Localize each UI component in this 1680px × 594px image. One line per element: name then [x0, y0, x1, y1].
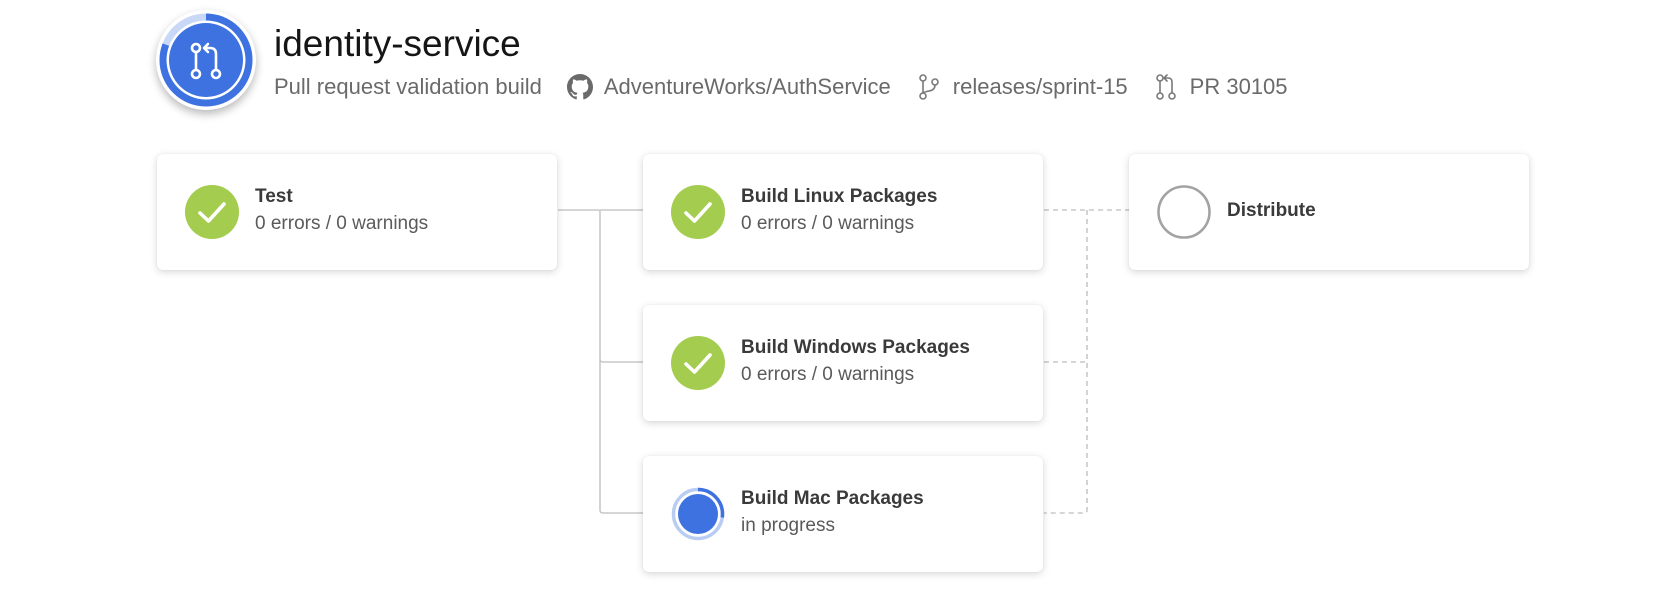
connector-test-to-windows — [599, 358, 643, 363]
not-started-icon — [1157, 185, 1211, 239]
connector-windows-to-distribute — [1044, 358, 1088, 363]
stage-summary: in progress — [741, 515, 835, 536]
stage-name: Distribute — [1227, 200, 1316, 221]
stage-card-build-windows-packages[interactable]: Build Windows Packages 0 errors / 0 warn… — [643, 305, 1043, 421]
github-icon — [566, 73, 594, 101]
stage-name: Build Linux Packages — [741, 186, 938, 207]
pull-request-link[interactable]: PR 30105 — [1152, 73, 1288, 101]
pipeline-title: identity-service — [274, 23, 521, 64]
stage-card-distribute[interactable]: Distribute — [1129, 154, 1529, 270]
connector-mac-to-distribute — [1044, 210, 1088, 514]
stage-card-test[interactable]: Test 0 errors / 0 warnings — [157, 154, 557, 270]
pull-request-icon — [159, 13, 253, 107]
trigger-label: Pull request validation build — [274, 74, 542, 99]
success-check-icon — [185, 185, 239, 239]
pipeline-meta: Pull request validation build AdventureW… — [274, 72, 1288, 102]
stage-summary: 0 errors / 0 warnings — [255, 213, 429, 234]
pipeline-avatar — [156, 10, 256, 110]
success-check-icon — [671, 185, 725, 239]
stage-name: Build Mac Packages — [741, 488, 924, 509]
stage-card-build-linux-packages[interactable]: Build Linux Packages 0 errors / 0 warnin… — [643, 154, 1043, 270]
repository-name: AdventureWorks/AuthService — [603, 74, 891, 99]
stage-summary: 0 errors / 0 warnings — [741, 364, 915, 385]
stage-name: Build Windows Packages — [741, 337, 970, 358]
pull-request-icon — [1152, 73, 1180, 101]
stage-card-build-mac-packages[interactable]: Build Mac Packages in progress — [643, 456, 1043, 572]
in-progress-icon — [671, 487, 725, 541]
branch-link[interactable]: releases/sprint-15 — [915, 73, 1128, 101]
branch-name: releases/sprint-15 — [952, 74, 1128, 99]
pipeline-header: identity-service Pull request validation… — [156, 8, 1556, 112]
repository-link[interactable]: AdventureWorks/AuthService — [566, 73, 891, 101]
pull-request-number: PR 30105 — [1189, 74, 1288, 99]
stage-name: Test — [255, 186, 293, 207]
success-check-icon — [671, 336, 725, 390]
stage-summary: 0 errors / 0 warnings — [741, 213, 915, 234]
branch-icon — [915, 73, 943, 101]
